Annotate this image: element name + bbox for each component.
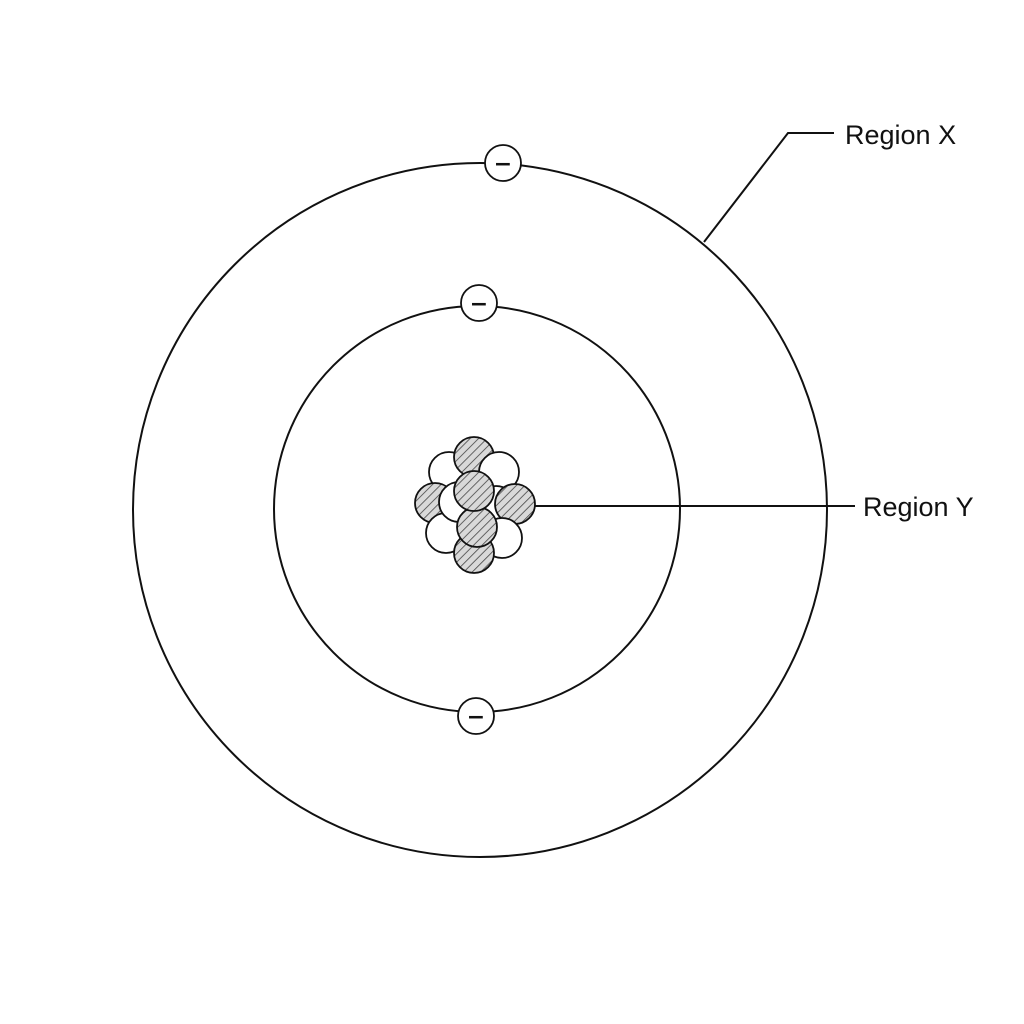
region-x-label: Region X xyxy=(845,120,956,150)
electron: − xyxy=(484,144,522,182)
nucleus xyxy=(414,436,536,574)
electron-circle xyxy=(460,284,498,322)
proton xyxy=(456,506,498,548)
electron-sign: − xyxy=(467,705,485,730)
electron-sign: − xyxy=(470,292,488,317)
region-x-leader-line xyxy=(703,132,834,243)
proton xyxy=(453,470,495,512)
electron-sign: − xyxy=(494,152,512,177)
electron-circle xyxy=(484,144,522,182)
electron: − xyxy=(457,697,495,735)
electron: − xyxy=(460,284,498,322)
outer-orbit xyxy=(132,162,828,858)
electron-circle xyxy=(457,697,495,735)
region-y-label: Region Y xyxy=(863,492,974,522)
